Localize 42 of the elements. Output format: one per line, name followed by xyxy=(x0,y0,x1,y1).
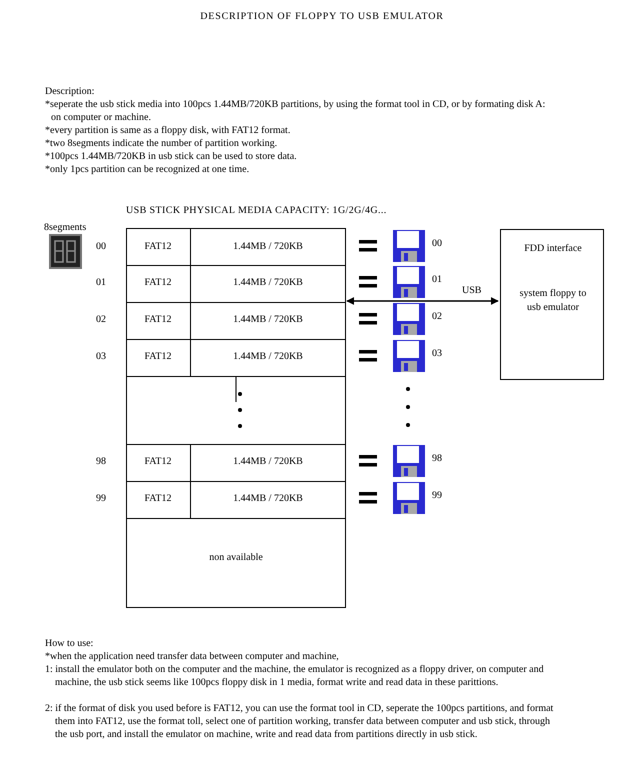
format-cell-text: FAT12 xyxy=(143,276,173,289)
table-heading: USB STICK PHYSICAL MEDIA CAPACITY: 1G/2G/4G... xyxy=(126,204,387,217)
instruction-text: *when the application need transfer data between computer and machine, xyxy=(45,650,339,663)
capacity-cell-text: 1.44MB / 720KB xyxy=(232,350,304,363)
disk-number: 01 xyxy=(432,273,442,286)
disk-number: 98 xyxy=(432,452,442,465)
format-cell-text: FAT12 xyxy=(143,350,173,363)
disk-number: 02 xyxy=(432,310,442,323)
disk-number: 00 xyxy=(432,237,442,250)
display-label: 8segments xyxy=(44,221,86,234)
instruction-text: 1: install the emulator both on the computer and the machine, the emulator is recognized as a floppy driver, on computer and machine, the usb stick seems like 100pcs floppy disk in 1 media, format write and read data in these parittions. xyxy=(45,663,545,689)
capacity-cell-text: 1.44MB / 720KB xyxy=(232,455,304,468)
row-number: 99 xyxy=(96,492,106,505)
format-cell-text: FAT12 xyxy=(143,455,173,468)
capacity-cell-text: 1.44MB / 720KB xyxy=(232,492,304,505)
format-cell-text: FAT12 xyxy=(143,492,173,505)
format-cell-text: FAT12 xyxy=(143,313,173,326)
double-arrow xyxy=(346,295,499,307)
row-number: 02 xyxy=(96,313,106,326)
format-cell-text: FAT12 xyxy=(143,240,173,253)
description-note: *every partition is same as a floppy disk, with FAT12 format. xyxy=(45,124,290,137)
disk-number: 03 xyxy=(432,347,442,360)
capacity-cell-text: 1.44MB / 720KB xyxy=(232,240,304,253)
row-number: 98 xyxy=(96,455,106,468)
description-note: *100pcs 1.44MB/720KB in usb stick can be used to store data. xyxy=(45,150,297,163)
description-note: *only 1pcs partition can be recognized at one time. xyxy=(45,163,250,176)
unavailable-area-label: non available xyxy=(208,551,264,564)
disk-number: 99 xyxy=(432,489,442,502)
instruction-text: 2: if the format of disk you used before is FAT12, you can use the format tool in CD, seperate the 100pcs partitions, and format them into FAT12, use the format toll, select one of partition working, transfer data between computer and usb stick, through the usb port, and install the emulator on machine, write and read data from partitions directly in usb stick. xyxy=(45,702,554,741)
row-number: 03 xyxy=(96,350,106,363)
section-heading: Description: xyxy=(45,85,94,98)
capacity-cell-text: 1.44MB / 720KB xyxy=(232,313,304,326)
section-heading: How to use: xyxy=(45,637,94,650)
row-number: 00 xyxy=(96,240,106,253)
emulator-label: system floppy to usb emulator xyxy=(518,287,588,315)
interface-label: FDD interface xyxy=(523,242,583,256)
emulator-box xyxy=(500,229,604,380)
description-note: *two 8segments indicate the number of partition working. xyxy=(45,137,278,150)
row-number: 01 xyxy=(96,276,106,289)
capacity-cell-text: 1.44MB / 720KB xyxy=(232,276,304,289)
title: DESCRIPTION OF FLOPPY TO USB EMULATOR xyxy=(199,10,445,23)
description-note: *seperate the usb stick media into 100pcs 1.44MB/720KB partitions, by using the format tool in CD, or by formating disk A: on computer or machine. xyxy=(45,98,546,124)
